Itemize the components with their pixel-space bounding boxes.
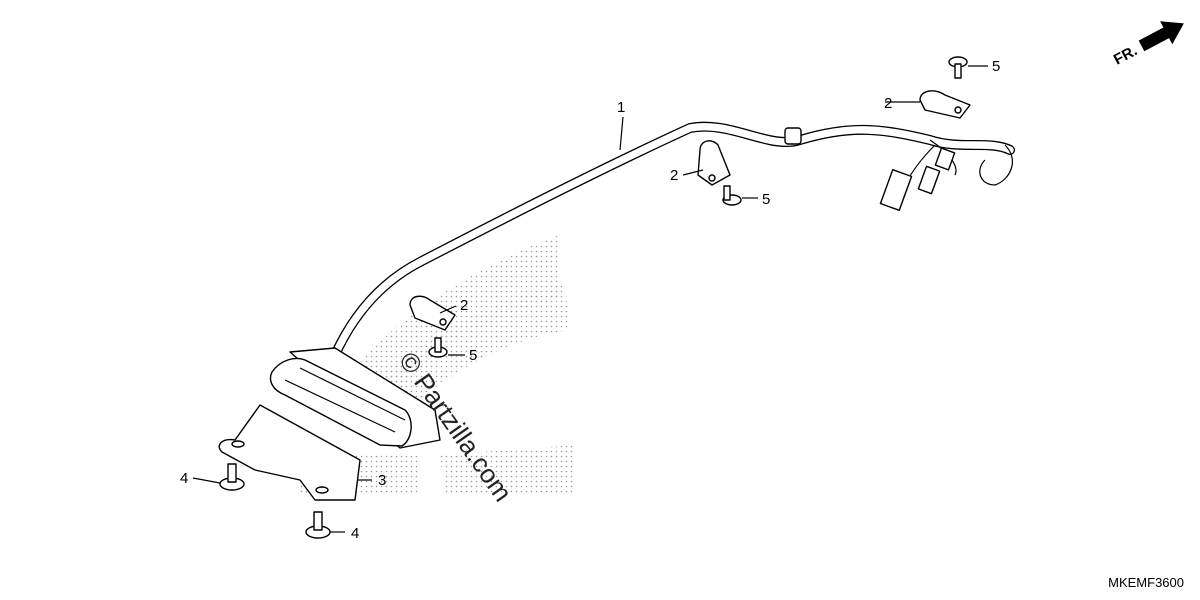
screw-bottom <box>305 511 331 539</box>
callout-1: 1 <box>617 99 625 116</box>
callout-4-left: 4 <box>180 470 188 487</box>
callout-5-lower: 5 <box>469 347 477 364</box>
clamp-upper-right <box>919 90 971 119</box>
wire-harness <box>330 121 1015 360</box>
tail-light <box>269 347 441 449</box>
callout-2-upper-right: 2 <box>884 95 892 112</box>
callout-4-bottom: 4 <box>351 525 359 542</box>
callout-2-lower: 2 <box>460 297 468 314</box>
clamp-lower <box>409 295 456 331</box>
clamp-upper-mid <box>697 140 731 186</box>
screw-left <box>219 463 245 491</box>
bracket-plate <box>218 404 361 501</box>
bolt-mid <box>722 185 742 206</box>
bolt-lower <box>428 337 448 358</box>
front-arrow-icon <box>1138 21 1184 52</box>
callout-2-mid: 2 <box>670 167 678 184</box>
callout-3: 3 <box>378 472 386 489</box>
callout-5-top-right: 5 <box>992 58 1000 75</box>
leader-lines <box>192 65 988 533</box>
callout-5-mid: 5 <box>762 191 770 208</box>
front-arrow-label: FR. <box>1111 42 1140 68</box>
diagram-code: MKEMF3600 <box>1108 575 1184 590</box>
bolt-top-right <box>948 56 968 79</box>
